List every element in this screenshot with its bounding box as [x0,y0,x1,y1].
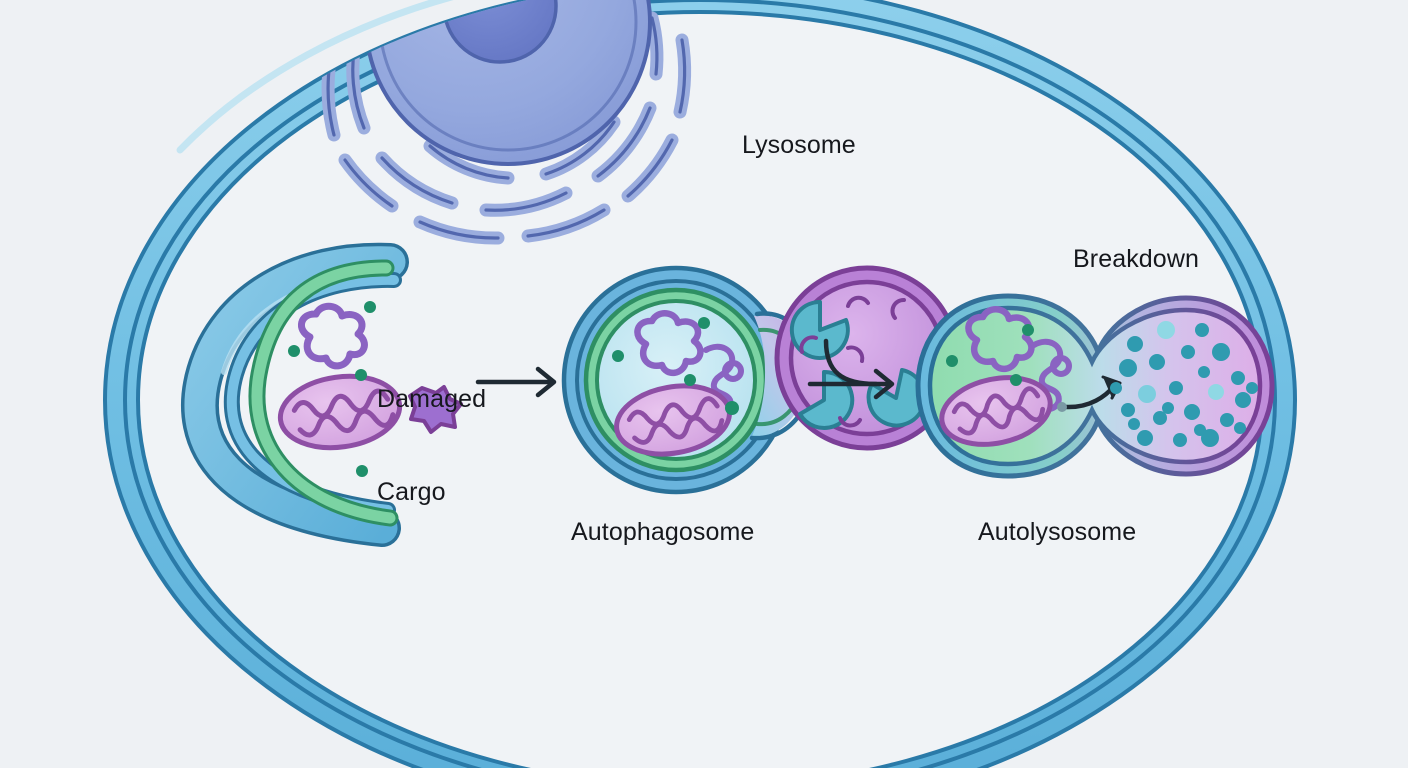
lysosome [774,265,960,451]
autophagosome-contents [612,310,744,457]
label-lysosome: Lysosome [742,131,856,159]
stage-phagophore [180,242,463,547]
autolysosome-cargo [939,306,1072,447]
phagophore-inner-membrane [251,262,396,524]
protein-aggregate [965,306,1035,372]
arrow-2 [807,338,895,400]
breakdown-particles [1110,321,1258,447]
label-damaged-cargo-line2: Cargo [377,478,446,506]
protein-aggregate [298,302,368,370]
label-autolysosome: Autolysosome [978,518,1137,546]
cell-membrane-inner-line [123,0,1277,768]
protein-loop [722,360,744,382]
enzyme-icon [789,299,850,360]
mitochondrion [277,373,403,451]
protein-aggregate [634,310,704,376]
cytosolic-granules [612,317,739,415]
arrow-1 [475,366,557,398]
lysosomal-enzymes [789,299,927,430]
cytosolic-granules [288,301,376,477]
protein-loop [1050,355,1072,377]
mitochondrion [939,375,1053,447]
label-breakdown: Breakdown [1073,245,1199,273]
stage-autolysosome [915,293,1275,479]
protein-blob [408,385,463,434]
label-damaged-cargo-line1: Damaged [377,385,487,413]
label-damaged-cargo: Damaged Cargo [377,322,486,570]
nucleus-group [321,0,692,245]
label-autophagosome: Autophagosome [571,518,755,546]
cytosolic-granules [946,324,1034,386]
phagophore-outer-membrane [184,246,406,544]
stage-autophagosome [561,265,960,495]
membrane-highlight [176,0,454,154]
lysosome-marks [799,295,906,428]
